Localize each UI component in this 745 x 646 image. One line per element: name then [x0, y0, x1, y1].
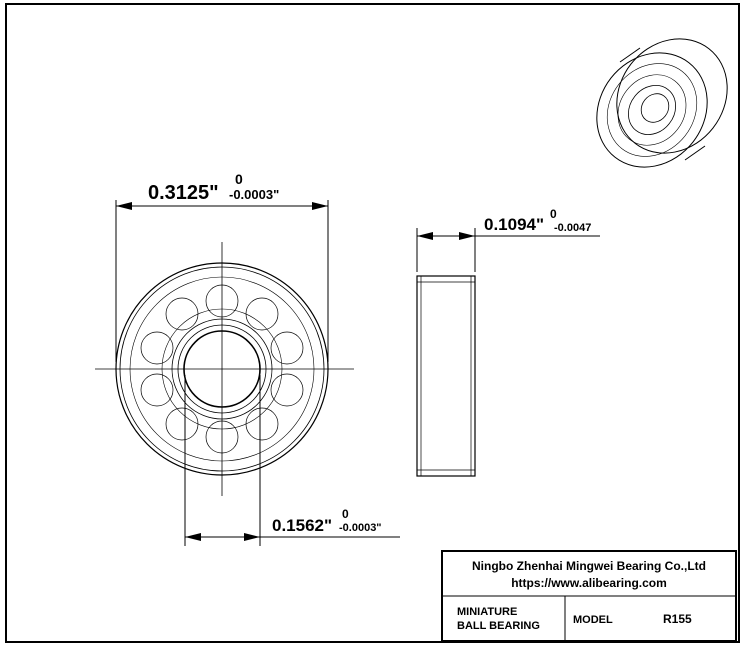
od-lower-tolerance: -0.0003": [229, 187, 279, 202]
bore-arrow-left: [185, 533, 201, 541]
drawing-frame: [5, 3, 740, 643]
company-name: Ningbo Zhenhai Mingwei Bearing Co.,Ltd: [472, 559, 706, 573]
width-dimension-value: 0.1094": [484, 215, 544, 234]
bore-upper-tolerance: 0: [342, 507, 349, 521]
width-arrow-right: [459, 232, 475, 240]
company-url: https://www.alibearing.com: [511, 576, 667, 590]
od-arrow-right: [312, 202, 328, 210]
side-view: [416, 275, 476, 477]
bearing-type-line2: BALL BEARING: [457, 620, 540, 632]
bore-arrow-right: [244, 533, 260, 541]
model-label: MODEL: [573, 614, 613, 626]
od-dimension-value: 0.3125": [148, 182, 219, 204]
od-upper-tolerance: 0: [235, 171, 243, 187]
balls: [140, 284, 304, 454]
width-upper-tolerance: 0: [550, 207, 557, 221]
bore-dimension-value: 0.1562": [272, 516, 332, 535]
side-view-outline: [416, 275, 476, 477]
front-view: [95, 242, 354, 496]
bore-dimension-lines: [184, 375, 400, 546]
bearing-type-line1: MINIATURE: [457, 606, 518, 618]
isometric-bearing-sketch: [596, 38, 728, 168]
od-arrow-left: [116, 202, 132, 210]
bore-lower-tolerance: -0.0003": [339, 522, 382, 534]
model-value: R155: [663, 612, 692, 626]
od-dimension-lines: [115, 200, 329, 362]
title-block: [441, 550, 737, 642]
width-lower-tolerance: -0.0047: [554, 222, 591, 234]
width-dimension-lines: [416, 228, 600, 272]
width-arrow-left: [417, 232, 433, 240]
